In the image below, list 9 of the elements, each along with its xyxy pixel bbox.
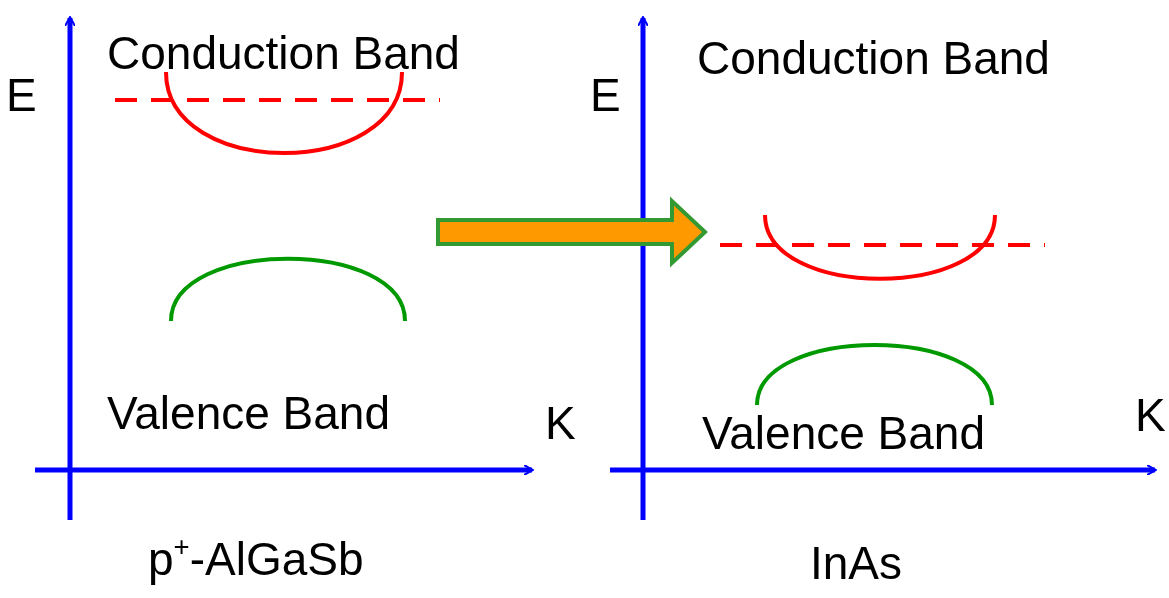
axis-label: E [590, 72, 621, 118]
band-label: Valence Band [702, 410, 986, 456]
band-label: Conduction Band [697, 35, 1050, 81]
axis-label: K [1135, 392, 1166, 438]
axis-label: K [545, 400, 576, 446]
band-label: Valence Band [107, 390, 391, 436]
axis-label: E [6, 72, 37, 118]
band-label: Conduction Band [107, 30, 460, 76]
material-label: InAs [810, 540, 903, 586]
